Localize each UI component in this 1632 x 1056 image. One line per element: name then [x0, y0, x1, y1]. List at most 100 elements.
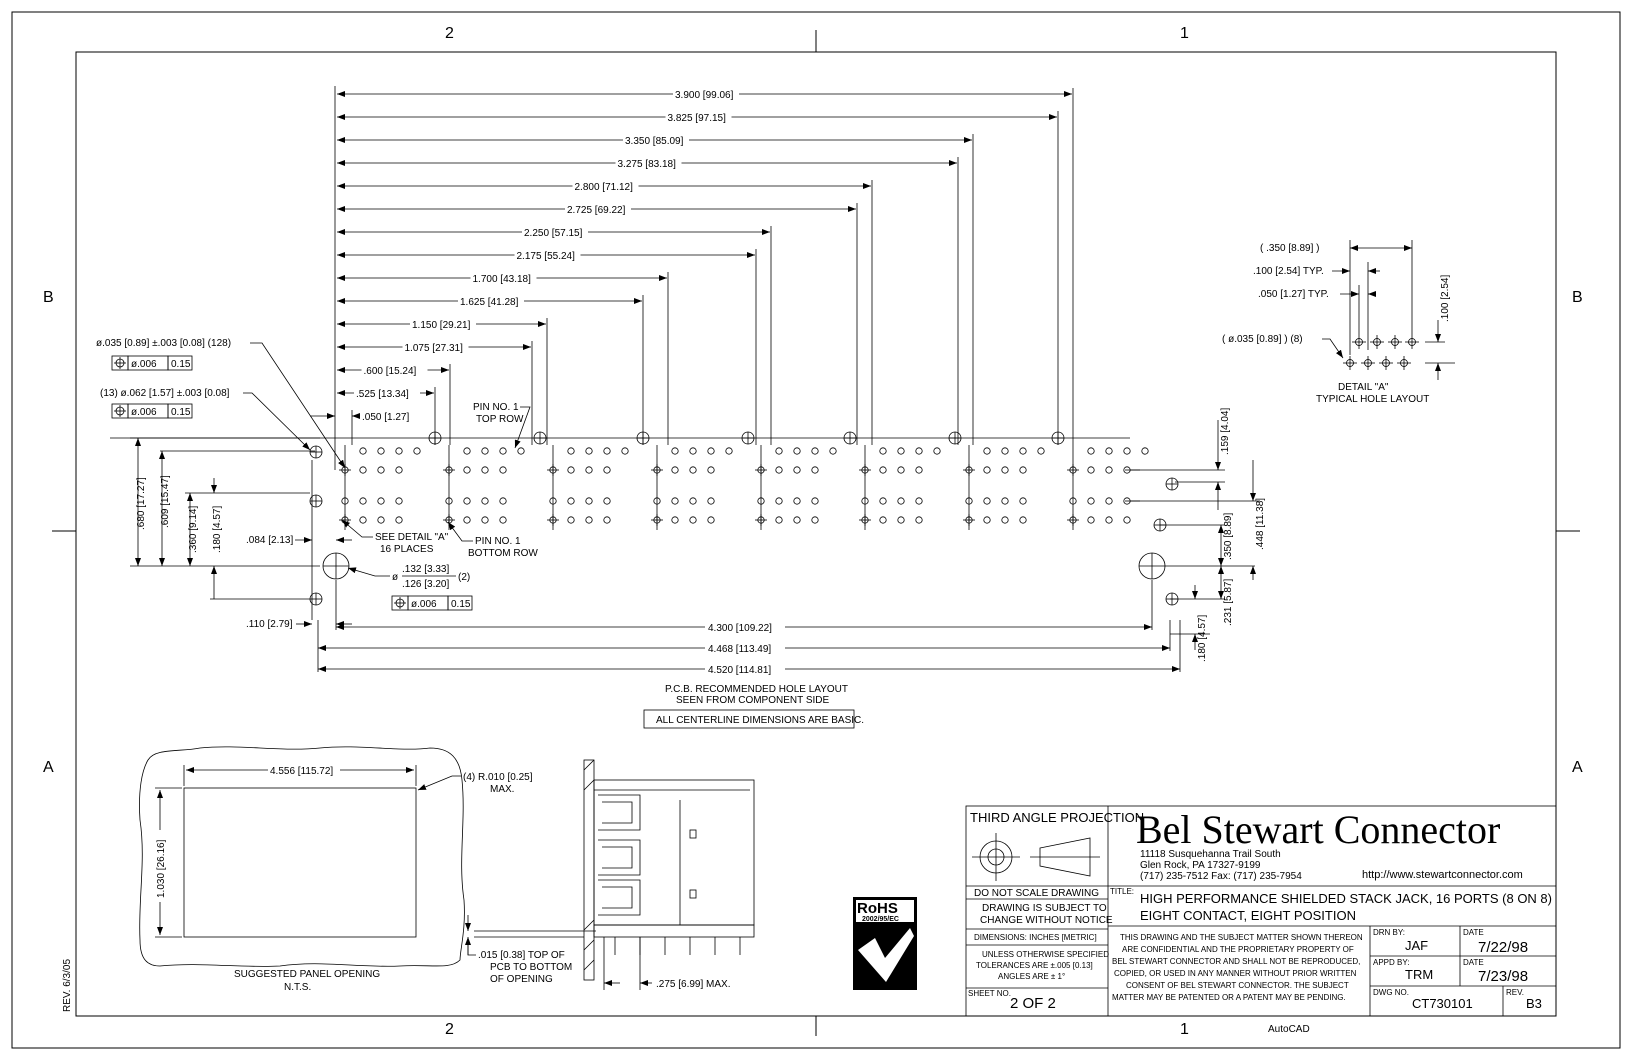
top-dim-label: 2.800 [71.12] [575, 182, 634, 193]
detail-dim-hole: ( ø.035 [0.89] ) (8) [1222, 334, 1303, 345]
bottom-dimensions: 4.300 [109.22] 4.468 [113.49] 4.520 [114… [317, 580, 1181, 729]
pin-hole [1123, 516, 1131, 524]
pin-hole [1001, 447, 1009, 455]
side-view: .015 [0.38] TOP OF PCB TO BOTTOM OF OPEN… [465, 759, 755, 990]
pin-hole [689, 497, 697, 505]
dim-448: .448 [11.38] [1255, 498, 1266, 550]
pin-hole [707, 497, 715, 505]
zone-right-a: A [1572, 759, 1583, 776]
pin-hole [915, 497, 923, 505]
pin-hole [897, 447, 905, 455]
subject-change-line1: DRAWING IS SUBJECT TO [982, 903, 1107, 914]
tolerance-line2: TOLERANCES ARE ±.005 [0.13] [976, 961, 1093, 970]
sheet-number: 2 OF 2 [1010, 995, 1056, 1012]
pin-hole [463, 447, 471, 455]
drn-by: JAF [1405, 938, 1428, 953]
pin-hole [463, 497, 471, 505]
pin-hole [359, 516, 367, 524]
company-url: http://www.stewartconnector.com [1362, 869, 1523, 881]
projection-label: THIRD ANGLE PROJECTION [970, 810, 1144, 825]
confidential-line5: CONSENT OF BEL STEWART CONNECTOR. THE SU… [1126, 981, 1349, 990]
pin-hole [1019, 497, 1027, 505]
zone-right-b: B [1572, 289, 1583, 306]
pin-hole [585, 466, 593, 474]
top-dim-label: 3.900 [99.06] [675, 90, 734, 101]
pin-hole [933, 447, 941, 455]
company-name: Bel Stewart Connector [1136, 807, 1500, 852]
subject-change-line2: CHANGE WITHOUT NOTICE [980, 915, 1113, 926]
pin-hole [567, 466, 575, 474]
dim-4300: 4.300 [109.22] [708, 623, 772, 634]
dim-159: .159 [4.04] [1220, 408, 1231, 455]
pin-hole [793, 516, 801, 524]
pin-hole [413, 447, 421, 455]
pin-hole [983, 447, 991, 455]
no-scale-note: DO NOT SCALE DRAWING [974, 888, 1099, 899]
pin-hole [983, 516, 991, 524]
outer-border [11, 11, 1621, 1049]
zone-bottom-1: 1 [1180, 1021, 1189, 1038]
detail-dim-050: .050 [1.27] TYP. [1258, 289, 1329, 300]
dwg-label: DWG NO. [1373, 988, 1409, 997]
inner-border [75, 51, 1557, 1017]
dim-680: .680 [17.27] [136, 477, 147, 530]
big-hole-phi: ø [392, 572, 398, 583]
pcb-hole-layout [110, 431, 1179, 606]
pin-hole [585, 497, 593, 505]
pin-hole [1105, 447, 1113, 455]
detail-a-holes [1343, 335, 1419, 370]
big-hole-tol2: 0.15 [451, 599, 471, 610]
pin-hole [481, 497, 489, 505]
right-dimensions: .159 [4.04] .350 [8.89] .448 [11.38] .23… [1130, 408, 1266, 662]
pin-hole [377, 516, 385, 524]
tolerance-line1: UNLESS OTHERWISE SPECIFIED [982, 950, 1109, 959]
pin-hole [793, 497, 801, 505]
top-dim-label: .525 [13.34] [356, 389, 409, 400]
pin-hole [1141, 447, 1149, 455]
appd-date: 7/23/98 [1478, 968, 1528, 985]
rohs-sub: 2002/95/EC [862, 916, 899, 923]
pin-hole [689, 516, 697, 524]
rohs-mark: RoHS 2002/95/EC [853, 897, 917, 990]
dim-4520: 4.520 [114.81] [708, 665, 771, 676]
pin-hole [915, 447, 923, 455]
mid-hole-callout: (13) ø.062 [1.57] ±.003 [0.08] [100, 388, 230, 399]
pin-hole [603, 447, 611, 455]
dim-231: .231 [5.87] [1223, 579, 1234, 626]
pin-hole [879, 497, 887, 505]
top-dim-label: 1.625 [41.28] [460, 297, 519, 308]
rohs-label: RoHS [857, 900, 898, 917]
address-line1: 11118 Susquehanna Trail South [1140, 849, 1281, 860]
pin-hole [395, 516, 403, 524]
pin-hole [603, 516, 611, 524]
drn-date-label: DATE [1463, 928, 1484, 937]
dim-180: .180 [4.57] [212, 506, 223, 553]
pin-hole [499, 497, 507, 505]
small-hole-callout: ø.035 [0.89] ±.003 [0.08] (128) [96, 338, 231, 349]
dim-350: .350 [8.89] [1223, 513, 1234, 560]
side-note-line1: .015 [0.38] TOP OF [478, 950, 565, 961]
appd-by: TRM [1405, 967, 1433, 982]
panel-height: 1.030 [26.16] [156, 839, 167, 898]
confidential-line1: THIS DRAWING AND THE SUBJECT MATTER SHOW… [1120, 933, 1363, 942]
small-hole-tol2: 0.15 [171, 359, 191, 370]
pin-hole [671, 447, 679, 455]
pin-hole [725, 447, 733, 455]
pcb-note-line1: P.C.B. RECOMMENDED HOLE LAYOUT [665, 684, 848, 695]
pin-hole [499, 466, 507, 474]
pin-hole [359, 497, 367, 505]
pin-hole [1001, 516, 1009, 524]
pin-hole [585, 447, 593, 455]
pin-hole [517, 447, 525, 455]
pin-hole [377, 466, 385, 474]
pin-hole [775, 447, 783, 455]
detail-title-line2: TYPICAL HOLE LAYOUT [1316, 394, 1429, 405]
pin-hole [811, 497, 819, 505]
pin-hole [481, 466, 489, 474]
top-dim-label: 1.075 [27.31] [405, 343, 464, 354]
panel-radius-line2: MAX. [490, 784, 514, 795]
mid-hole-tol: ø.006 [131, 407, 157, 418]
left-dimensions: .680 [17.27] .609 [15.47] .360 [9.14] .1… [130, 437, 352, 630]
drawing-title-line1: HIGH PERFORMANCE SHIELDED STACK JACK, 16… [1140, 891, 1552, 906]
